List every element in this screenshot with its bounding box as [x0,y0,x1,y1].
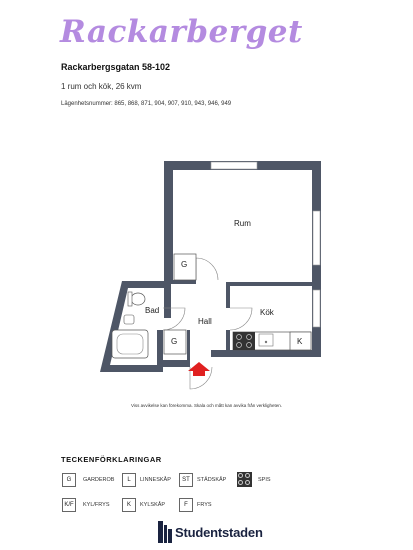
legend-code-k: K [122,498,136,512]
legend-code-l: L [122,473,136,487]
windows [210,161,321,328]
legend-label-linneskap: LINNESKÅP [140,477,171,483]
legend-label-kylfrys: KYL/FRYS [83,502,110,508]
fridge [289,331,312,351]
marker-k: K [297,337,303,346]
legend-title: TECKENFÖRKLARINGAR [61,455,162,464]
bathtub [111,329,149,359]
room-label-kok: Kök [260,308,274,317]
legend-code-kf: K/F [62,498,76,512]
legend-label-stadskap: STÄDSKÅP [197,477,227,483]
stove [233,332,255,350]
kitchen-sink [258,333,274,347]
brand-name: Studentstaden [175,524,263,540]
legend-label-garderob: GARDEROB [83,477,115,483]
apartment-size: 1 rum och kök, 26 kvm [61,82,142,91]
floorplan [100,161,321,390]
legend-label-spis: SPIS [258,477,271,483]
address: Rackarbergsgatan 58-102 [61,62,171,72]
marker-g-lower: G [171,337,178,346]
page-title: Rackarberget [60,14,303,50]
legend-label-frys: FRYS [197,502,212,508]
legend-code-st: ST [179,473,193,487]
legend-label-kylskap: KYLSKÅP [140,502,166,508]
toilet [130,292,146,306]
room-label-rum: Rum [234,219,251,228]
legend-code-f: F [179,498,193,512]
room-label-hall: Hall [198,317,212,326]
room-label-bad: Bad [145,306,160,315]
apartment-numbers: Lägenhetsnummer: 865, 868, 871, 904, 907… [61,101,232,107]
brand-mark-icon [158,521,172,543]
brand-logo: Studentstaden [158,521,263,543]
legend-code-g: G [62,473,76,487]
stove-icon [237,472,252,487]
disclaimer: Viss avvikelse kan förekomma. Skala och … [131,403,282,408]
marker-g-upper: G [181,260,188,269]
wardrobe-lower [163,329,187,355]
wardrobe-upper [173,253,197,281]
sink [123,314,135,325]
entrance-arrow [188,362,210,376]
